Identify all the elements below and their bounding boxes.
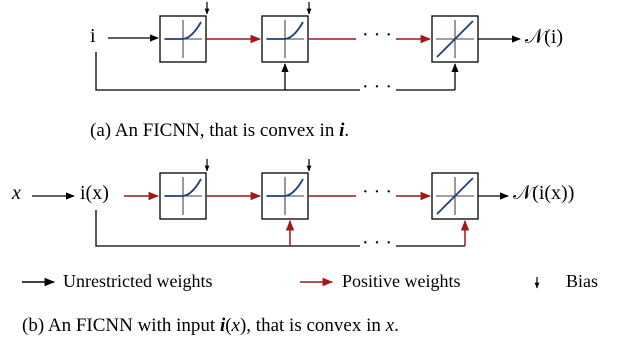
softplus-activation-icon [267,178,304,197]
diagram-b [32,159,509,247]
softplus-activation-icon [165,178,202,197]
caption-b-var: i [219,315,226,336]
output-label-b: 𝒩(i(x)) [513,182,575,204]
caption-a-text: (a) An FICNN, that is convex in [90,120,340,141]
output-label-a: 𝒩(i) [525,26,564,48]
caption-b-paren-open: ( [225,315,232,336]
input-x-label: x [12,182,21,204]
legend-unrestricted-label: Unrestricted weights [63,271,213,291]
caption-a-suffix: . [344,120,350,141]
ellipsis-b-top: · · · [362,181,392,203]
layer-box-b2 [261,172,309,220]
skip-connection-line [95,52,360,91]
input-label-a: i [90,25,96,47]
legend-positive-label: Positive weights [342,271,461,291]
ellipsis-b-bottom: · · · [362,232,392,254]
caption-b-text-2: ), that is convex in [239,315,386,336]
ellipsis-a-bottom: · · · [362,76,392,98]
caption-b-x: x [231,315,240,336]
legend [22,277,540,289]
diagram-a [95,2,521,91]
caption-b-text: (b) An FICNN with input [22,315,220,336]
layer-box-b3 [431,172,479,220]
softplus-activation-icon [165,21,202,40]
ellipsis-a-top: · · · [362,24,392,46]
layer-box-a3 [431,15,479,63]
caption-b-x2: x [385,315,395,336]
softplus-activation-icon [267,21,304,40]
layer-box-a1 [159,15,207,63]
layer-box-a2 [261,15,309,63]
caption-b-suffix: . [394,315,399,336]
input-label-b: i(x) [80,182,109,204]
legend-bias-label: Bias [566,271,599,291]
caption-a-var: i [339,120,345,141]
linear-activation-icon [436,177,474,215]
caption-b: (b) An FICNN with input i(x), that is co… [22,315,399,337]
skip-connection-line [95,210,360,247]
linear-activation-icon [436,20,474,58]
layer-box-b1 [159,172,207,220]
caption-a: (a) An FICNN, that is convex in i. [90,120,349,142]
